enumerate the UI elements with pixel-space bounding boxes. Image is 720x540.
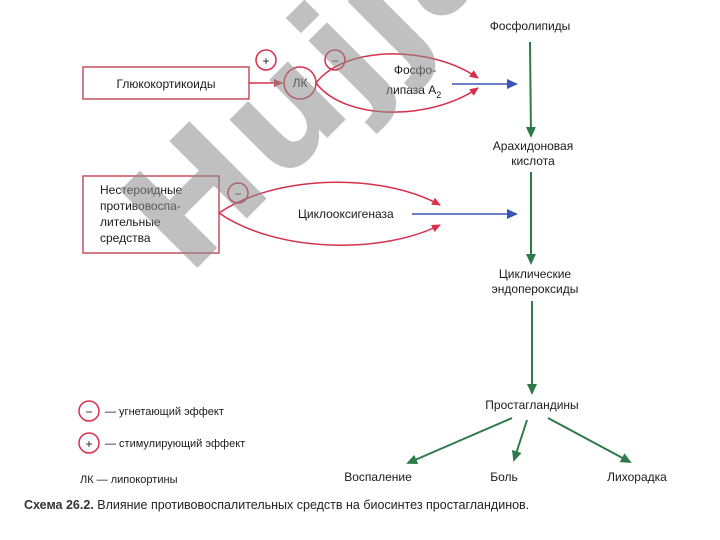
cyclooxygenase-label: Циклооксигеназа (298, 207, 394, 221)
legend-minus-sign: − (85, 405, 92, 419)
nsaid-label-line4: средства (100, 231, 151, 245)
nsaid-label-line3: лительные (100, 215, 161, 229)
phospholipase-label-line1: Фосфо- (394, 63, 436, 77)
arrow-to-fever (547, 417, 632, 463)
lk-inhibition-curve-upper (315, 53, 479, 84)
caption-text: Влияние противовоспалительных средств на… (97, 498, 530, 512)
legend-plus-sign: + (85, 437, 92, 451)
legend-inhibit-text: — угнетающий эффект (105, 406, 224, 418)
nsaid-box (82, 175, 220, 254)
minus-sign-label-nsaid: − (234, 187, 241, 201)
nsaid-label-line1: Нестероидные (100, 183, 183, 197)
nsaid-inhibition-curve-upper (218, 181, 441, 214)
legend-stimulate-text: — стимулирующий эффект (105, 438, 245, 450)
arrow-to-inflammation (406, 417, 513, 465)
arrow-to-pain (512, 419, 528, 462)
legend-minus-icon (78, 400, 100, 422)
plus-sign-icon (255, 49, 277, 71)
node-endoperoxides-line1: Циклические (499, 267, 572, 281)
node-endoperoxides-line2: эндопероксиды (492, 282, 579, 296)
legend-plus-icon (78, 432, 100, 454)
glucocorticoids-label: Глюкокортикоиды (117, 77, 216, 91)
minus-sign-label-lk: − (331, 54, 338, 68)
node-prostaglandins: Простагландины (485, 398, 578, 412)
lk-inhibition-curve-lower (315, 82, 479, 113)
node-phospholipids: Фосфолипиды (490, 19, 571, 33)
nsaid-inhibition-curve-lower (218, 212, 441, 246)
plus-sign-label: + (262, 54, 269, 68)
nsaid-label-line2: противовоспа- (100, 199, 181, 213)
node-fever: Лихорадка (607, 470, 667, 484)
node-inflammation: Воспаление (344, 470, 412, 484)
arrow-phospholipids-to-arachidonic (525, 41, 536, 138)
caption-number: Схема 26.2. (24, 498, 94, 512)
node-arachidonic-line1: Арахидоновая (493, 139, 573, 153)
node-pain: Боль (490, 470, 518, 484)
phospholipase-label-line2: липаза А2 (386, 83, 441, 100)
lk-label: ЛК (293, 76, 308, 90)
legend-lk-text: ЛК — липокортины (80, 474, 178, 486)
figure-caption: Схема 26.2. Влияние противовоспалительны… (24, 498, 704, 512)
node-arachidonic-line2: кислота (511, 154, 555, 168)
